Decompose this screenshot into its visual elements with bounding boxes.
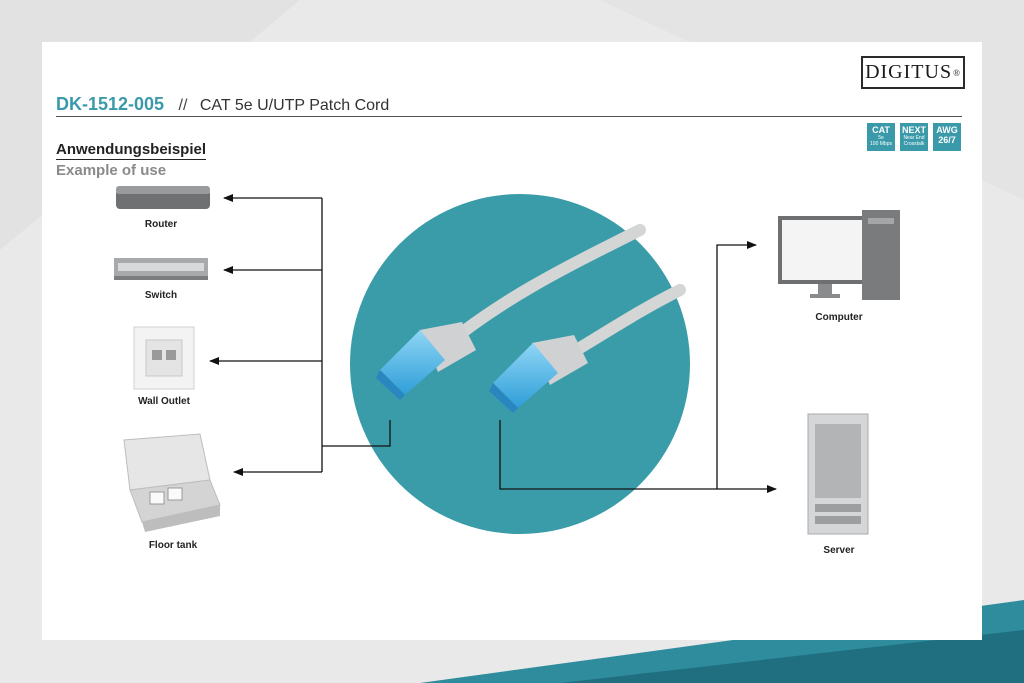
floor-tank-icon — [123, 433, 221, 532]
product-name: CAT 5e U/UTP Patch Cord — [199, 97, 390, 114]
patch-cable-right — [489, 284, 686, 413]
cat5e-badge: CAT 5e 100 Mbps — [867, 123, 895, 151]
title-row: DK-1512-005 // CAT 5e U/UTP Patch Cord — [56, 94, 389, 115]
header-rule — [56, 116, 962, 117]
digitus-logo: DIGITUS® — [861, 56, 965, 89]
product-sku: DK-1512-005 — [56, 94, 165, 114]
server-label: Server — [823, 545, 855, 556]
computer-label: Computer — [815, 312, 863, 323]
right-connection-lines — [499, 241, 777, 493]
switch-label: Switch — [144, 290, 178, 301]
router-label: Router — [144, 219, 178, 230]
server-icon — [807, 413, 869, 535]
title-separator: // — [178, 97, 188, 114]
router-icon — [116, 186, 210, 209]
left-connection-lines — [209, 194, 391, 476]
wall-outlet-label: Wall Outlet — [138, 396, 190, 407]
section-title-en: Example of use — [56, 162, 167, 179]
floor-tank-label: Floor tank — [148, 540, 198, 551]
awg-badge: AWG 26/7 — [933, 123, 961, 151]
patch-cable-left — [376, 224, 646, 400]
switch-icon — [114, 258, 208, 280]
next-badge: NEXT Near End Crosstalk — [900, 123, 928, 151]
wall-outlet-icon — [133, 326, 195, 390]
computer-icon — [778, 210, 900, 300]
section-title-de: Anwendungsbeispiel — [56, 141, 207, 160]
